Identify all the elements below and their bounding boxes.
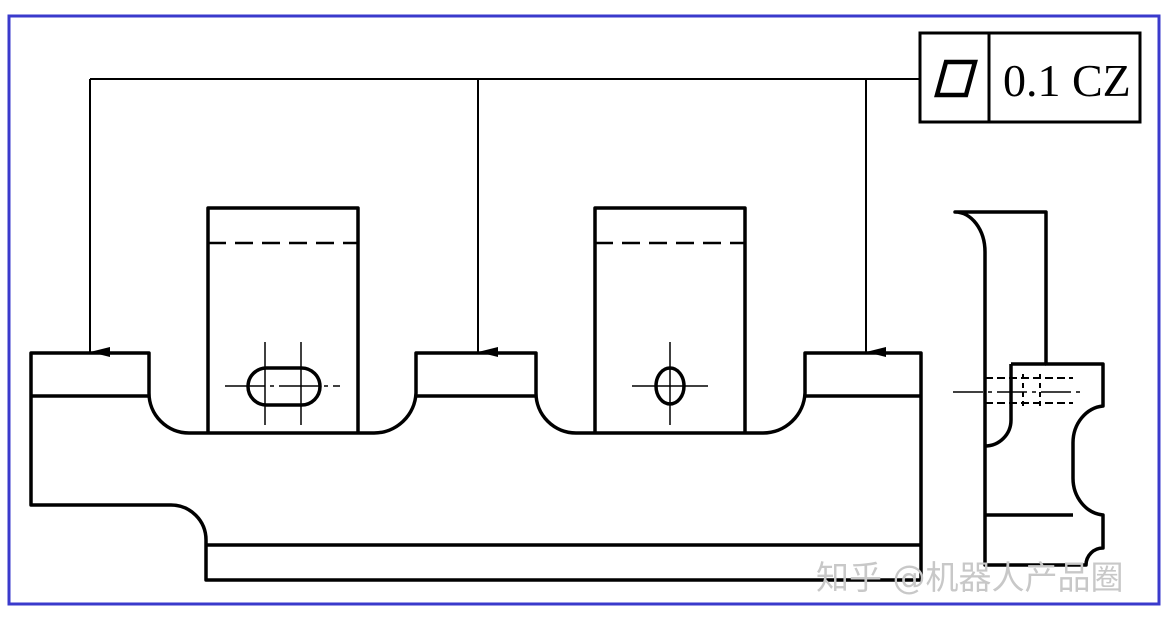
side-hidden-lines xyxy=(953,374,1080,410)
right-lug xyxy=(593,206,747,433)
side-view-outline xyxy=(953,210,1105,567)
tolerance-value: 0.1 CZ xyxy=(1003,55,1131,106)
side-view-lower-body xyxy=(984,364,1013,448)
outer-border xyxy=(7,14,1161,606)
leader-lines xyxy=(89,78,920,357)
feature-control-frame: 0.1 CZ xyxy=(918,31,1142,124)
front-view xyxy=(29,206,923,582)
front-view-outline xyxy=(29,351,923,582)
left-lug xyxy=(206,206,360,433)
center-lines xyxy=(225,342,708,425)
watermark-text: 知乎 @机器人产品圈 xyxy=(816,558,1124,597)
side-view xyxy=(953,210,1105,567)
fcf-box xyxy=(918,31,1142,124)
flatness-parallelogram-icon xyxy=(934,59,978,98)
